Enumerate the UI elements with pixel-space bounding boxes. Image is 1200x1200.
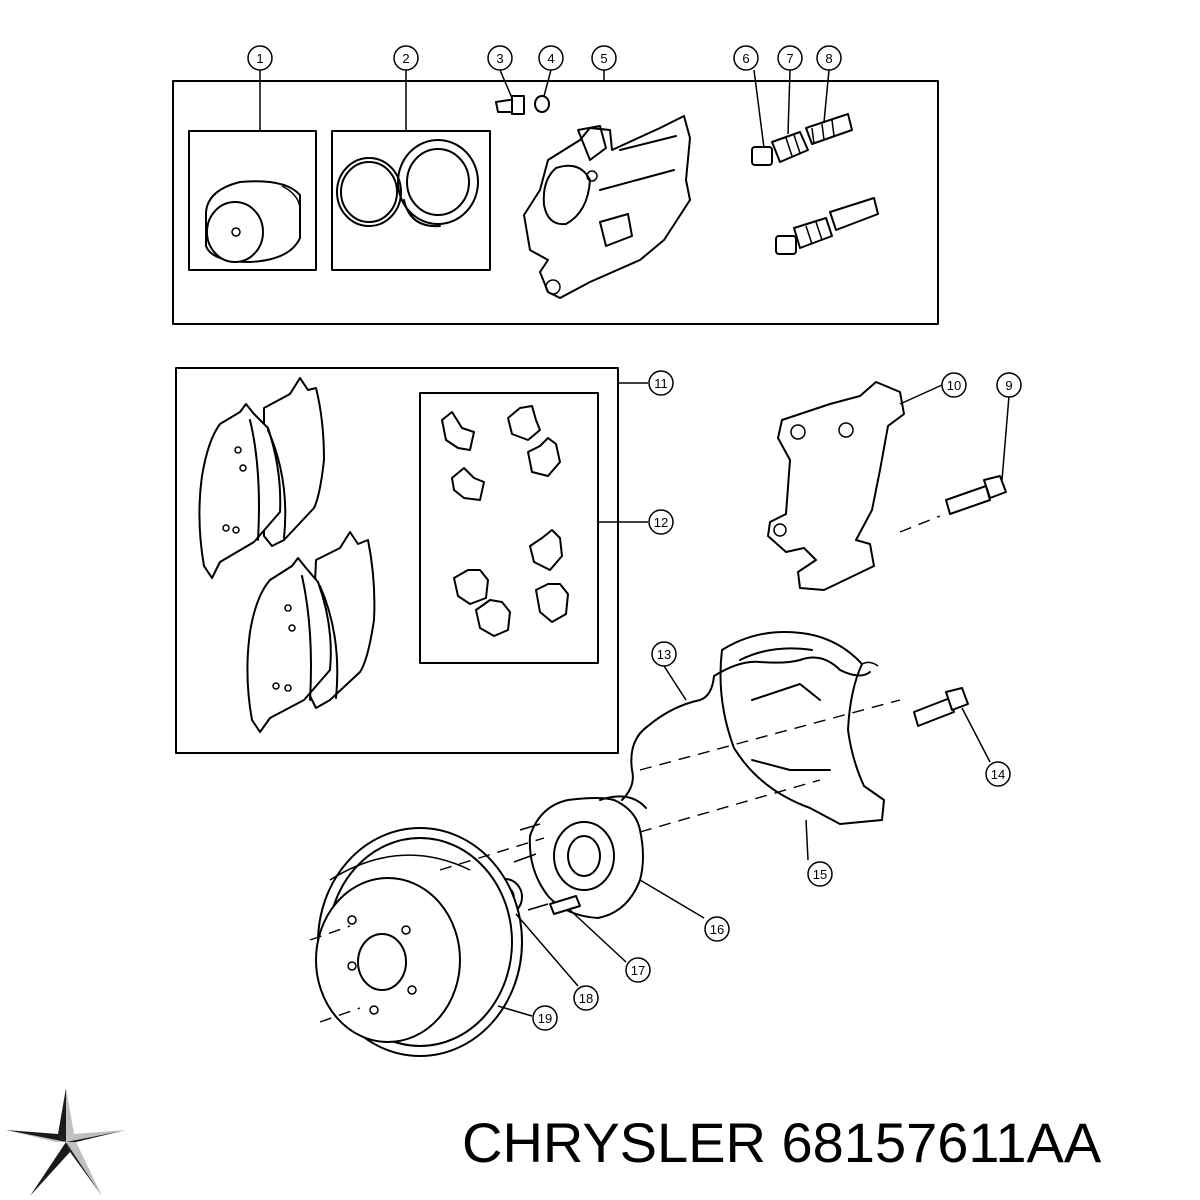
callout-label: 6 <box>742 51 749 66</box>
callout-label: 2 <box>402 51 409 66</box>
guide-pin-upper-part <box>751 113 853 166</box>
brake-pad-lower-part <box>246 531 376 733</box>
callout-label: 9 <box>1005 378 1012 393</box>
caliper-bracket-part <box>767 381 905 591</box>
wheel-stud-part <box>549 895 581 915</box>
callout-3: 3 <box>487 45 513 71</box>
callout-4: 4 <box>538 45 564 71</box>
piston-part <box>205 180 301 263</box>
callout-label: 3 <box>496 51 503 66</box>
hardware-clips-part <box>441 405 569 637</box>
callout-7: 7 <box>777 45 803 71</box>
shield-bolt-part <box>913 687 969 727</box>
callout-17: 17 <box>625 957 651 983</box>
callout-14: 14 <box>985 761 1011 787</box>
callout-2: 2 <box>393 45 419 71</box>
callout-label: 13 <box>657 647 671 662</box>
callout-6: 6 <box>733 45 759 71</box>
callout-label: 4 <box>547 51 554 66</box>
brake-rotor-part <box>315 827 523 1057</box>
piston-box <box>188 130 317 271</box>
callout-label: 1 <box>256 51 263 66</box>
pentastar-logo-icon <box>6 1088 126 1196</box>
guide-pin-lower-part <box>775 197 879 255</box>
pad-kit-box <box>175 367 619 754</box>
callout-label: 11 <box>654 376 668 391</box>
callout-label: 18 <box>579 991 593 1006</box>
callout-label: 5 <box>600 51 607 66</box>
callout-9: 9 <box>996 372 1022 398</box>
callout-12: 12 <box>648 509 674 535</box>
callout-13: 13 <box>651 641 677 667</box>
brand-part-number: CHRYSLER 68157611AA <box>462 1111 1102 1174</box>
callout-label: 15 <box>813 867 827 882</box>
callout-label: 7 <box>786 51 793 66</box>
dust-shield-part <box>719 631 885 825</box>
callout-15: 15 <box>807 861 833 887</box>
callout-8: 8 <box>816 45 842 71</box>
callout-19: 19 <box>532 1005 558 1031</box>
callout-label: 12 <box>654 515 668 530</box>
callout-16: 16 <box>704 916 730 942</box>
callout-label: 8 <box>825 51 832 66</box>
callout-5: 5 <box>591 45 617 71</box>
bracket-bolt-part <box>945 475 1007 515</box>
callout-label: 19 <box>538 1011 552 1026</box>
callout-label: 10 <box>947 378 961 393</box>
bleeder-screw-part <box>495 95 525 115</box>
callout-11: 11 <box>648 370 674 396</box>
hub-bearing-part <box>513 795 647 919</box>
wheel-speed-sensor-wire-part <box>621 656 871 801</box>
caliper-body-part <box>523 115 691 299</box>
hardware-box <box>419 392 599 664</box>
callout-18: 18 <box>573 985 599 1011</box>
callout-label: 14 <box>991 767 1005 782</box>
bleeder-cap-part <box>534 95 550 113</box>
seal-kit-part <box>336 139 479 228</box>
callout-label: 17 <box>631 963 645 978</box>
leader-lines <box>259 69 1010 1017</box>
callout-1: 1 <box>247 45 273 71</box>
brake-pad-upper-part <box>198 377 325 579</box>
callout-label: 16 <box>710 922 724 937</box>
seal-box <box>331 130 491 271</box>
callout-10: 10 <box>941 372 967 398</box>
caliper-kit-box <box>172 80 939 325</box>
